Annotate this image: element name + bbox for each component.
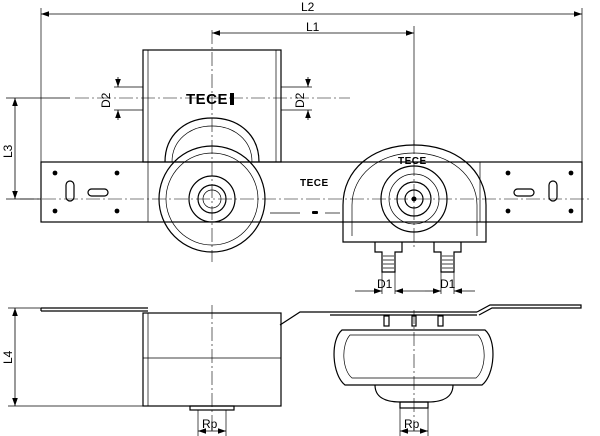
- rail-hole: [505, 170, 511, 176]
- brand-mark-left: TECE: [186, 91, 228, 108]
- brand-mark-right: TECE: [398, 156, 427, 167]
- dim-d2-left-label: D2: [99, 92, 113, 108]
- rail-holes-right: [505, 170, 574, 214]
- dim-l1-label: L1: [306, 20, 320, 34]
- mounting-rail: [40, 161, 583, 223]
- rail-hole: [568, 208, 574, 214]
- rail-hole: [114, 208, 120, 214]
- wall-bracket-right: TECE: [342, 144, 487, 243]
- dimensions-top: L2 L1 L3 D2 D2 D1 D1: [1, 0, 583, 294]
- side-view: [40, 304, 582, 430]
- rail-slot: [65, 180, 75, 202]
- rail-hole: [505, 208, 511, 214]
- rail-slot: [87, 188, 109, 197]
- side-body-right: [333, 315, 494, 409]
- top-view: TECE TECE TECE: [20, 30, 590, 273]
- dim-l2-label: L2: [301, 0, 315, 14]
- dim-l4-label: L4: [1, 350, 15, 364]
- rail-hole: [52, 170, 58, 176]
- outlet-pipes: [374, 242, 462, 273]
- dim-rp-left-label: Rp: [202, 417, 218, 431]
- dim-d2-right-label: D2: [293, 92, 307, 108]
- dim-l3-label: L3: [1, 144, 15, 158]
- dim-rp-right-label: Rp: [404, 417, 420, 431]
- rail-slot: [548, 180, 558, 202]
- brand-mark-rail: TECE: [300, 178, 329, 189]
- center-lines-top: [20, 30, 590, 262]
- rail-slot: [513, 188, 535, 197]
- dim-d1-left-label: D1: [377, 277, 393, 291]
- rail-hole: [52, 208, 58, 214]
- side-rail-plate: [40, 304, 582, 326]
- rail-hole: [568, 170, 574, 176]
- dimensions-side: L4 Rp Rp: [1, 307, 429, 436]
- rail-hole: [114, 170, 120, 176]
- dim-d1-right-label: D1: [440, 277, 456, 291]
- rail-holes-left: [52, 170, 120, 214]
